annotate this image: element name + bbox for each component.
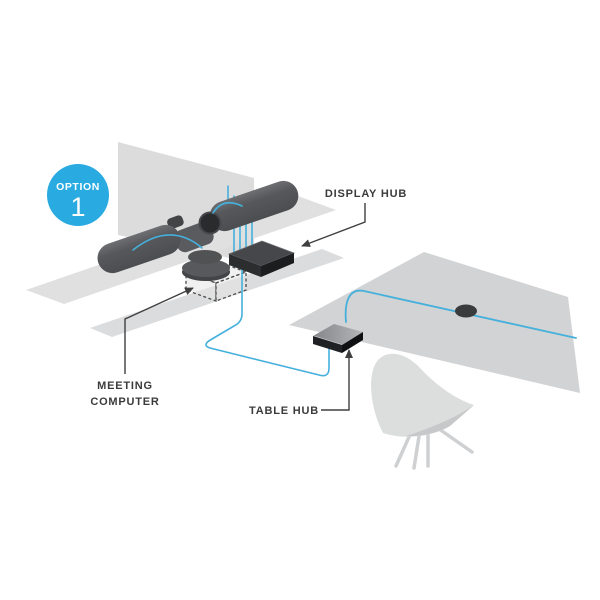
table-hub-arrow <box>321 349 353 411</box>
ptz-camera <box>167 211 230 281</box>
option-badge: OPTION 1 <box>47 164 109 226</box>
meeting-computer-callout: MEETING COMPUTER <box>90 287 194 408</box>
main-run-cable <box>205 254 330 377</box>
table-hub-label: TABLE HUB <box>249 405 319 417</box>
meeting-computer-label-line1: MEETING <box>97 380 153 392</box>
option-badge-label: OPTION <box>56 181 100 193</box>
meeting-computer-label-line2: COMPUTER <box>90 396 159 408</box>
option-badge-circle <box>47 164 109 226</box>
display-hub-device <box>227 240 296 277</box>
table-cable <box>344 289 577 339</box>
camera-lens-icon <box>198 211 222 235</box>
table-hub-callout: TABLE HUB <box>249 349 353 417</box>
meeting-computer-arrow <box>124 287 194 374</box>
display-hub-label: DISPLAY HUB <box>325 188 407 200</box>
cable-arcs <box>132 201 243 251</box>
option-badge-number: 1 <box>70 192 85 222</box>
mic-pod <box>455 304 477 318</box>
chair <box>371 353 474 470</box>
display-hub-arrow <box>301 203 366 247</box>
conference-table <box>289 252 580 393</box>
display-hub-callout: DISPLAY HUB <box>301 188 407 247</box>
table-hub-device <box>312 324 363 353</box>
right-speaker-bar <box>209 180 299 232</box>
